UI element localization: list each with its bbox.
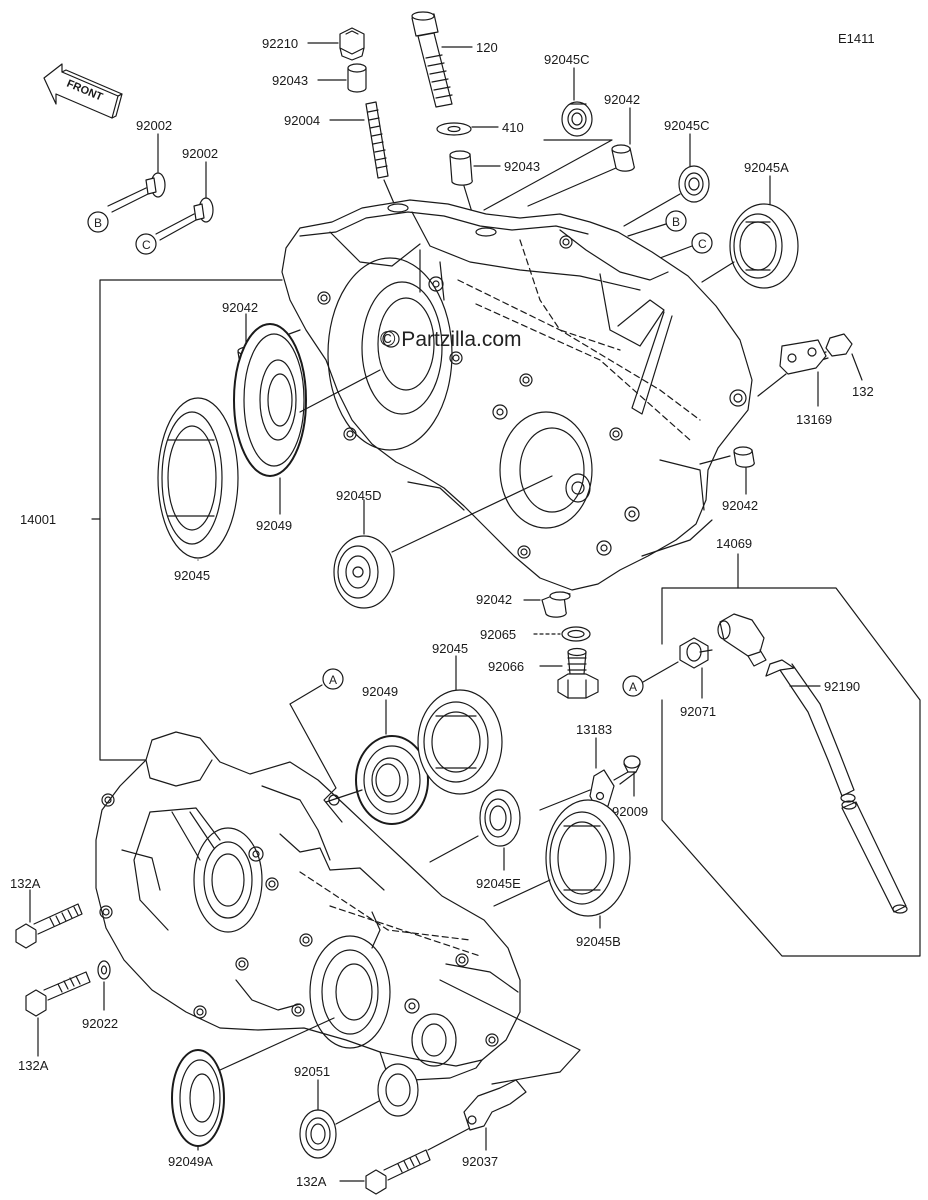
ref-marker-c-2 bbox=[135, 233, 157, 255]
label-92066: 92066 bbox=[488, 659, 524, 674]
bolt-92002-c bbox=[155, 197, 214, 241]
svg-text:C: C bbox=[142, 238, 151, 252]
seal-92049A bbox=[171, 1049, 225, 1147]
diagram-code: E1411 bbox=[838, 31, 875, 46]
svg-text:A: A bbox=[329, 673, 337, 687]
svg-text:© Partzilla.com: © Partzilla.com bbox=[380, 328, 522, 351]
label-92045C-2: 92045C bbox=[664, 118, 710, 133]
svg-text:B: B bbox=[94, 216, 102, 230]
svg-text:A: A bbox=[629, 680, 637, 694]
label-92049-upper: 92049 bbox=[256, 518, 292, 533]
screw-92009 bbox=[613, 755, 641, 785]
label-92042-right: 92042 bbox=[722, 498, 758, 513]
label-92004: 92004 bbox=[284, 113, 320, 128]
label-92210: 92210 bbox=[262, 36, 298, 51]
bearing-92045D bbox=[333, 535, 395, 609]
bolt-132A-2 bbox=[25, 971, 91, 1017]
label-92042-left: 92042 bbox=[222, 300, 258, 315]
label-92045-low: 92045 bbox=[432, 641, 468, 656]
label-92042-top: 92042 bbox=[604, 92, 640, 107]
label-13169: 13169 bbox=[796, 412, 832, 427]
bracket-13183 bbox=[589, 769, 615, 809]
label-92071: 92071 bbox=[680, 704, 716, 719]
collar-92043-top bbox=[347, 63, 367, 93]
label-92045A: 92045A bbox=[744, 160, 789, 175]
svg-text:B: B bbox=[672, 215, 680, 229]
label-132A-3: 132A bbox=[296, 1174, 327, 1189]
bearing-92045C-2 bbox=[678, 165, 710, 203]
label-92045D: 92045D bbox=[336, 488, 382, 503]
label-92037: 92037 bbox=[462, 1154, 498, 1169]
bearing-92045-low bbox=[417, 689, 503, 795]
washer-92022 bbox=[97, 960, 111, 980]
collar-92043-mid bbox=[449, 150, 473, 186]
bearing-92045B bbox=[545, 799, 631, 917]
washer-410 bbox=[436, 122, 472, 136]
callout-line-14069 bbox=[661, 553, 739, 645]
watermark: © Partzilla.com bbox=[380, 328, 522, 351]
label-410: 410 bbox=[502, 120, 524, 135]
ref-marker-b-2 bbox=[87, 211, 109, 233]
label-92049A: 92049A bbox=[168, 1154, 213, 1169]
label-13183: 13183 bbox=[576, 722, 612, 737]
label-132: 132 bbox=[852, 384, 874, 399]
label-92002-a: 92002 bbox=[136, 118, 172, 133]
ref-marker-a-2 bbox=[322, 668, 344, 690]
label-92022: 92022 bbox=[82, 1016, 118, 1031]
label-14001: 14001 bbox=[20, 512, 56, 527]
label-92045C-1: 92045C bbox=[544, 52, 590, 67]
label-14069: 14069 bbox=[716, 536, 752, 551]
bearing-92045-upper bbox=[157, 397, 239, 559]
dowel-92042-right bbox=[733, 446, 755, 468]
bearing-92045E bbox=[479, 789, 521, 847]
ref-marker-c-1 bbox=[691, 232, 713, 254]
bolt-132A-3 bbox=[365, 1149, 431, 1195]
ref-marker-b-1 bbox=[665, 210, 687, 232]
plug-92066 bbox=[557, 647, 599, 699]
crankcase-left-half bbox=[95, 731, 521, 1081]
boss-seal-seat bbox=[377, 1063, 419, 1117]
label-92042-low: 92042 bbox=[476, 592, 512, 607]
dowel-92042-top bbox=[611, 144, 635, 172]
seal-92051 bbox=[299, 1109, 337, 1159]
label-92043-top: 92043 bbox=[272, 73, 308, 88]
label-120: 120 bbox=[476, 40, 498, 55]
label-92049-low: 92049 bbox=[362, 684, 398, 699]
svg-text:C: C bbox=[698, 237, 707, 251]
seal-92049-low bbox=[355, 735, 429, 825]
label-92045E: 92045E bbox=[476, 876, 521, 891]
clamp-92071 bbox=[679, 637, 713, 669]
label-92002-b: 92002 bbox=[182, 146, 218, 161]
label-132A-1: 132A bbox=[10, 876, 41, 891]
elbow-fitting bbox=[717, 613, 767, 667]
label-132A-2: 132A bbox=[18, 1058, 49, 1073]
stud-92004 bbox=[365, 101, 389, 179]
clamp-92037 bbox=[463, 1079, 527, 1131]
bolt-132A-1 bbox=[15, 903, 83, 949]
label-92051: 92051 bbox=[294, 1064, 330, 1079]
label-92190: 92190 bbox=[824, 679, 860, 694]
bearing-92045C-1 bbox=[561, 101, 593, 137]
label-92065: 92065 bbox=[480, 627, 516, 642]
dowel-92042-low bbox=[541, 591, 571, 618]
ref-marker-a-1 bbox=[622, 675, 644, 697]
callout-line-14001 bbox=[99, 279, 283, 761]
crankcase-right-half bbox=[281, 199, 753, 591]
seal-92049-upper bbox=[233, 323, 307, 477]
hose-92190 bbox=[765, 659, 908, 914]
bracket-13169 bbox=[779, 339, 827, 375]
bearing-92045A bbox=[729, 203, 799, 289]
nut-92210 bbox=[339, 27, 365, 61]
front-arrow-icon: FRONT bbox=[43, 63, 123, 119]
bolt-92002-b bbox=[107, 172, 166, 213]
label-92043-mid: 92043 bbox=[504, 159, 540, 174]
washer-92065 bbox=[561, 626, 591, 642]
bolt-120 bbox=[411, 11, 453, 108]
label-92045-upper: 92045 bbox=[174, 568, 210, 583]
label-92045B: 92045B bbox=[576, 934, 621, 949]
label-92009: 92009 bbox=[612, 804, 648, 819]
